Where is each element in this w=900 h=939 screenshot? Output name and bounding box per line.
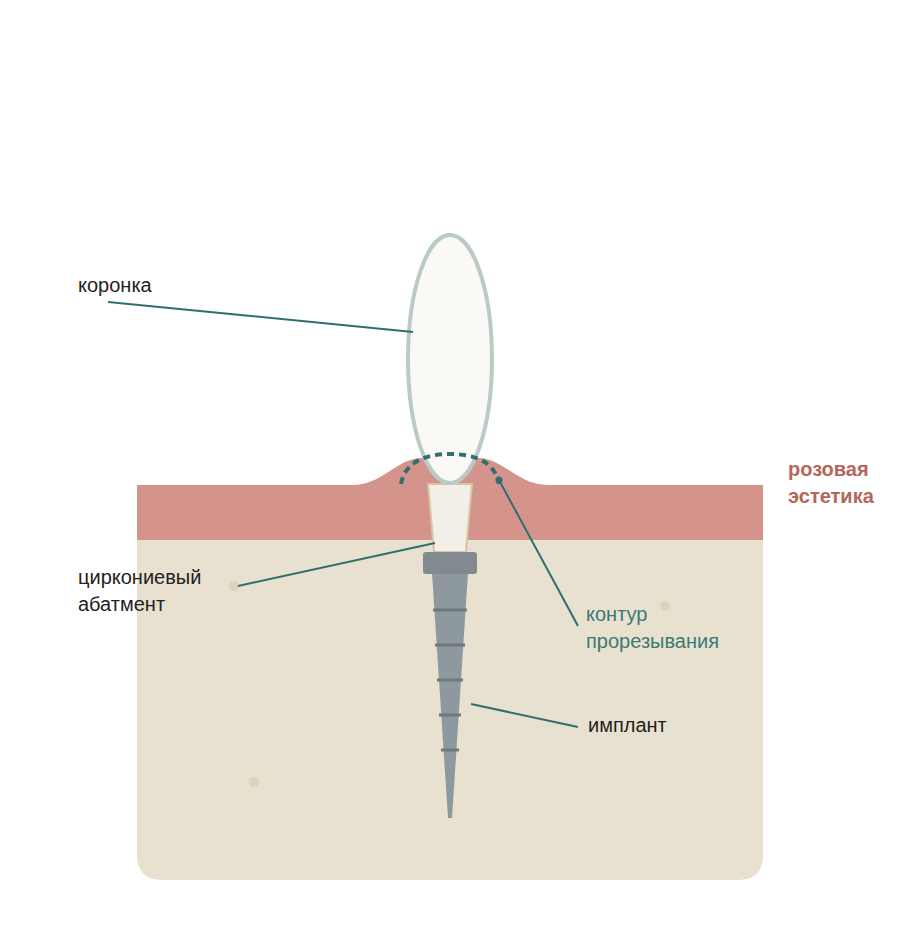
bone-dot bbox=[249, 777, 259, 787]
abutment-leader bbox=[238, 543, 435, 586]
part-label: имплант bbox=[588, 712, 728, 739]
contour-leader bbox=[499, 480, 578, 626]
zirconia-abutment bbox=[428, 484, 472, 552]
implant-body bbox=[432, 573, 468, 818]
implant-collar bbox=[423, 552, 477, 574]
implant-leader bbox=[471, 704, 578, 727]
emergence-contour bbox=[401, 454, 499, 484]
bone-dot bbox=[660, 601, 670, 611]
part-label: циркониевый абатмент bbox=[78, 564, 238, 618]
bone bbox=[137, 485, 763, 880]
part-label: контур прорезывания bbox=[586, 601, 761, 655]
region-label: розовая эстетика bbox=[788, 456, 896, 510]
bone-dot bbox=[229, 581, 239, 591]
leader-lines bbox=[108, 302, 578, 727]
part-label: коронка bbox=[78, 272, 218, 299]
implant-threads bbox=[433, 610, 467, 750]
leader-dot bbox=[496, 477, 503, 484]
crown bbox=[408, 235, 492, 483]
crown-leader bbox=[108, 302, 413, 332]
